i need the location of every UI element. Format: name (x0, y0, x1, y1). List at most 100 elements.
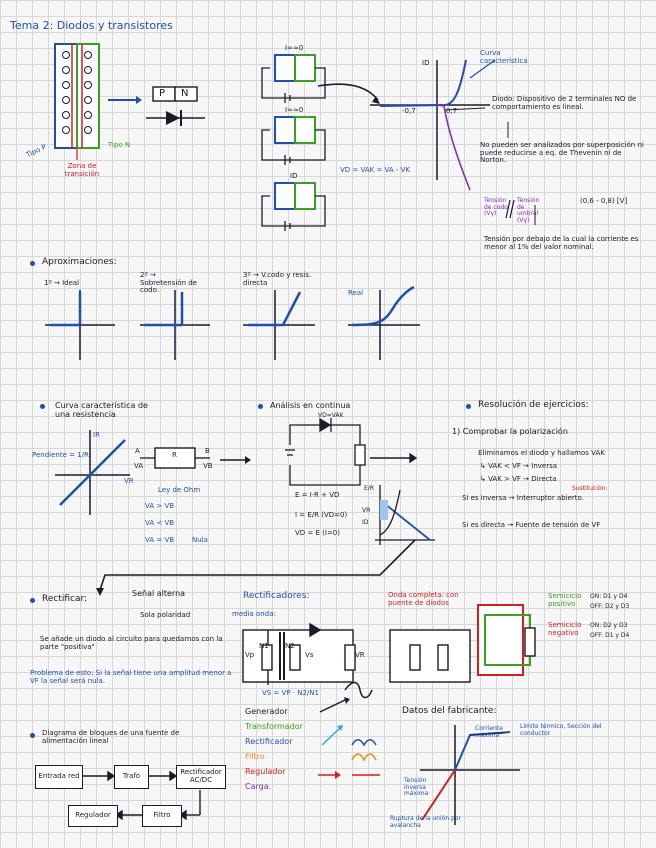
block-trafo: Trafo (114, 765, 149, 789)
bullet (466, 404, 471, 409)
manufacturer-graph (420, 725, 520, 825)
tension-por-debajo: Tensión por debajo de la cual la corrien… (484, 236, 639, 251)
tension-umbral: Tensión de umbral (Vγ) (517, 198, 545, 224)
n1-label: N1 (259, 643, 269, 651)
ruptura-avalancha: Ruptura de la unión por avalancha (390, 816, 470, 829)
step-5: Si es inversa → Interruptor abierto. (462, 495, 632, 503)
rectificadores-title: Rectificadores: (243, 592, 309, 602)
curve-label: Curva característica (480, 50, 535, 65)
label-vb: VB (203, 463, 213, 471)
resolucion-title: Resolución de ejercicios: (478, 401, 589, 411)
step-6: Si es directa → Fuente de tensión de VF (462, 522, 647, 530)
stage-carga: Carga. (245, 783, 271, 792)
datos-title: Datos del fabricante: (402, 707, 497, 717)
eq-3: VD = E (I=0) (295, 530, 340, 538)
stage-transformador: Transformador (245, 723, 303, 732)
label-r: R (172, 452, 177, 460)
block-rectificador: Rectificador AC/DC (176, 765, 226, 789)
limite-termico: Límite térmico, Sección del conductor (520, 724, 620, 737)
bullet (258, 404, 263, 409)
stage-filtro: Filtro (245, 753, 265, 762)
diodo-definition: Diodo: Dispositivo de 2 terminales NO de… (492, 96, 647, 111)
ley-ohm: Ley de Ohm (158, 487, 200, 495)
pendiente-label: Pendiente = 1/R (32, 452, 89, 460)
tension-inversa: Tensión inversa máxima (404, 778, 444, 798)
corriente-maxima: Corriente máxima (475, 726, 513, 739)
bullet (30, 598, 35, 603)
media-onda: media onda: (232, 611, 276, 619)
eq-2: I = E/R (VD=0) (295, 512, 347, 520)
stage-waves (318, 683, 380, 780)
label-zona: Zona de transición (62, 163, 102, 178)
va-gt-vb: VA > VB (145, 503, 174, 511)
off-d2d3: OFF: D2 y D3 (590, 604, 629, 611)
half-wave-circuit (243, 624, 355, 685)
problema-text: Problema de esto: Si la señal tiene una … (30, 670, 235, 685)
id-axis-label: ID (422, 60, 429, 68)
label-id: ID (290, 173, 297, 181)
label-ioo-2: I∞≈0 (285, 107, 303, 115)
aproximaciones-title: Aproximaciones: (42, 258, 117, 268)
on-d1d4: ON: D1 y D4 (590, 594, 627, 601)
stage-rectificador: Rectificador (245, 738, 292, 747)
step-4: ↳ VAK > VF → Directa (480, 476, 557, 484)
sustitucion-label: Sustitución: (572, 486, 607, 493)
n2-label: N2 (285, 643, 295, 651)
block-filtro: Filtro (142, 805, 182, 827)
pn-junction (55, 44, 99, 160)
vneg07-label: -0,7 (402, 108, 416, 116)
diagrama-title: Diagrama de bloques de una fuente de ali… (42, 730, 202, 745)
approx-real: Real (348, 290, 363, 298)
vr-label: VR (124, 478, 134, 486)
vd-vak-label: VD=VAK (318, 413, 344, 420)
block-regulador: Regulador (68, 805, 118, 827)
stage-generador: Generador (245, 708, 288, 717)
va-eq-vb: VA = VB (145, 537, 174, 545)
step-3: ↳ VAK < VF → Inversa (480, 463, 557, 471)
curva-resistencia-title: Curva característica de una resistencia (55, 402, 165, 420)
semiciclo-positivo: Semiciclo positivo (548, 593, 586, 608)
approx-1: 1º → Ideal (44, 280, 79, 288)
full-wave-circuit (390, 605, 535, 682)
semiciclo-negativo: Semiciclo negativo (548, 622, 586, 637)
label-a: A (135, 448, 140, 456)
vs-label: Vs (305, 652, 313, 660)
analisis-title: Análisis en continua (270, 402, 350, 411)
page-title: Tema 2: Diodos y transistores (10, 20, 173, 32)
approx-3: 3º → V.codo y resis. directa (243, 272, 323, 287)
anade-diodo: Se añade un diodo al circuito para queda… (40, 636, 235, 651)
label-p: P (159, 88, 165, 99)
va-lt-vb: VA < VB (145, 520, 174, 528)
bullet (30, 261, 35, 266)
label-n: N (181, 88, 188, 99)
tension-codo: Tensión de codo (Vγ) (484, 198, 512, 218)
bullet (30, 733, 35, 738)
vr-label: VR (362, 508, 370, 515)
ir-label: IR (93, 432, 100, 440)
bullet (40, 404, 45, 409)
turns-formula: VS = VP · N2/N1 (262, 690, 319, 698)
sola-polaridad: Sola polaridad (140, 612, 190, 620)
id-label: ID (362, 520, 368, 527)
range-label: (0,6 - 0,8) [V] (580, 198, 630, 206)
approximation-graphs (45, 287, 420, 360)
senal-alterna: Señal alterna (132, 590, 185, 599)
label-va: VA (134, 463, 143, 471)
nula-label: Nula (192, 537, 208, 545)
step-2: Eliminamos el diodo y hallamos VAK (478, 450, 605, 458)
bias-circuits (262, 55, 378, 231)
step-1: 1) Comprobar la polarización (452, 428, 568, 437)
no-pueden-text: No pueden ser analizados por superposici… (480, 142, 645, 165)
off-d1d4: OFF: D1 y D4 (590, 633, 629, 640)
onda-completa: Onda completa: con puente de diodos (388, 592, 478, 607)
dc-analysis (285, 418, 435, 545)
stage-regulador: Regulador (245, 768, 286, 777)
on-d2d3: ON: D2 y D3 (590, 623, 627, 630)
approx-2: 2º → Sobretensión de codo. (140, 272, 202, 295)
label-b: B (205, 448, 210, 456)
vp-label: Vp (245, 652, 254, 660)
e-r-label: E/R (364, 486, 374, 493)
label-ioo-1: I∞≈0 (285, 45, 303, 53)
v07-label: 0,7 (446, 108, 457, 116)
